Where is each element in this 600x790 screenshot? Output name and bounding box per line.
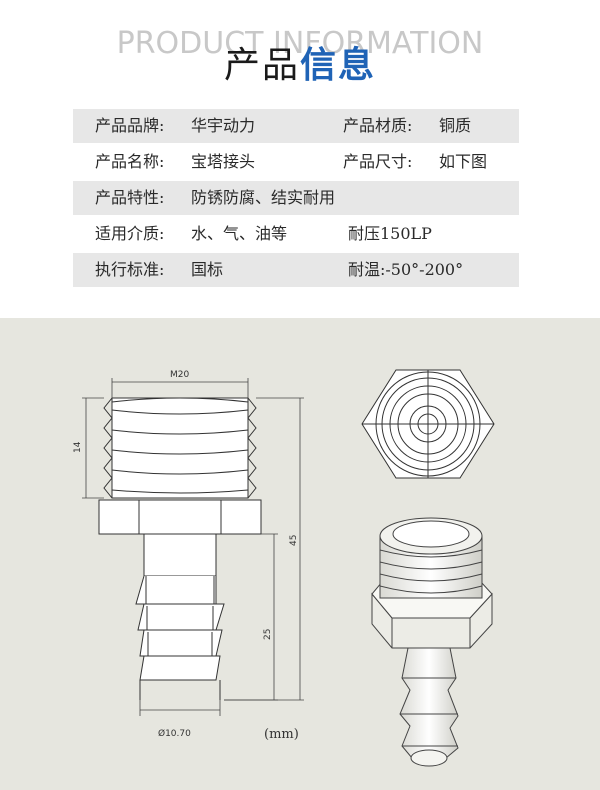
unit-label: (mm)	[264, 727, 299, 742]
title-part-blue: 信息	[300, 45, 377, 86]
spec-value: 华宇动力	[191, 116, 256, 135]
spec-temperature: 耐温:-50°-200°	[348, 260, 464, 279]
spec-row-features: 产品特性: 防锈防腐、结实耐用	[73, 181, 519, 215]
spec-label: 产品尺寸:	[343, 152, 413, 171]
dim-total-length: 45	[289, 535, 299, 546]
spec-label: 执行标准:	[95, 260, 165, 279]
dimension-lines	[82, 378, 304, 716]
spec-label: 产品品牌:	[95, 116, 165, 135]
dim-barb-diameter: Ø10.70	[158, 728, 191, 739]
technical-drawing: M20 14 45 25 Ø10.70 (mm)	[73, 369, 495, 767]
spec-label: 产品名称:	[95, 152, 165, 171]
spec-label: 产品特性:	[95, 188, 165, 207]
dim-barb-length: 25	[263, 629, 273, 640]
spec-row-media: 适用介质: 水、气、油等 耐压150LP	[73, 217, 519, 251]
header-background-text: PRODUCT INFORMATION	[116, 26, 484, 61]
isometric-render	[371, 517, 493, 767]
dim-thread-label: M20	[170, 370, 189, 380]
dim-thread-length: 14	[73, 441, 83, 453]
spec-table: 产品品牌: 华宇动力 产品材质: 铜质 产品名称: 宝塔接头 产品尺寸: 如下图…	[73, 109, 519, 289]
spec-label: 产品材质:	[343, 116, 413, 135]
spec-value: 防锈防腐、结实耐用	[191, 188, 336, 207]
title-part-black: 产品	[223, 45, 300, 86]
spec-row-brand: 产品品牌: 华宇动力 产品材质: 铜质	[73, 109, 519, 143]
page-title: 产品信息	[0, 44, 600, 88]
spec-value: 宝塔接头	[191, 152, 256, 171]
spec-value: 国标	[191, 260, 224, 279]
spec-label: 适用介质:	[95, 224, 165, 243]
technical-drawing-panel: M20 14 45 25 Ø10.70 (mm)	[0, 318, 600, 790]
top-view-drawing	[361, 369, 495, 479]
product-info-header: PRODUCT INFORMATION 产品信息	[0, 0, 600, 100]
spec-value: 如下图	[439, 152, 488, 171]
spec-value: 水、气、油等	[191, 224, 288, 243]
side-view-drawing	[98, 397, 262, 700]
spec-row-standard: 执行标准: 国标 耐温:-50°-200°	[73, 253, 519, 287]
spec-value: 铜质	[439, 116, 472, 135]
spec-pressure: 耐压150LP	[348, 224, 432, 243]
spec-row-name: 产品名称: 宝塔接头 产品尺寸: 如下图	[73, 145, 519, 179]
